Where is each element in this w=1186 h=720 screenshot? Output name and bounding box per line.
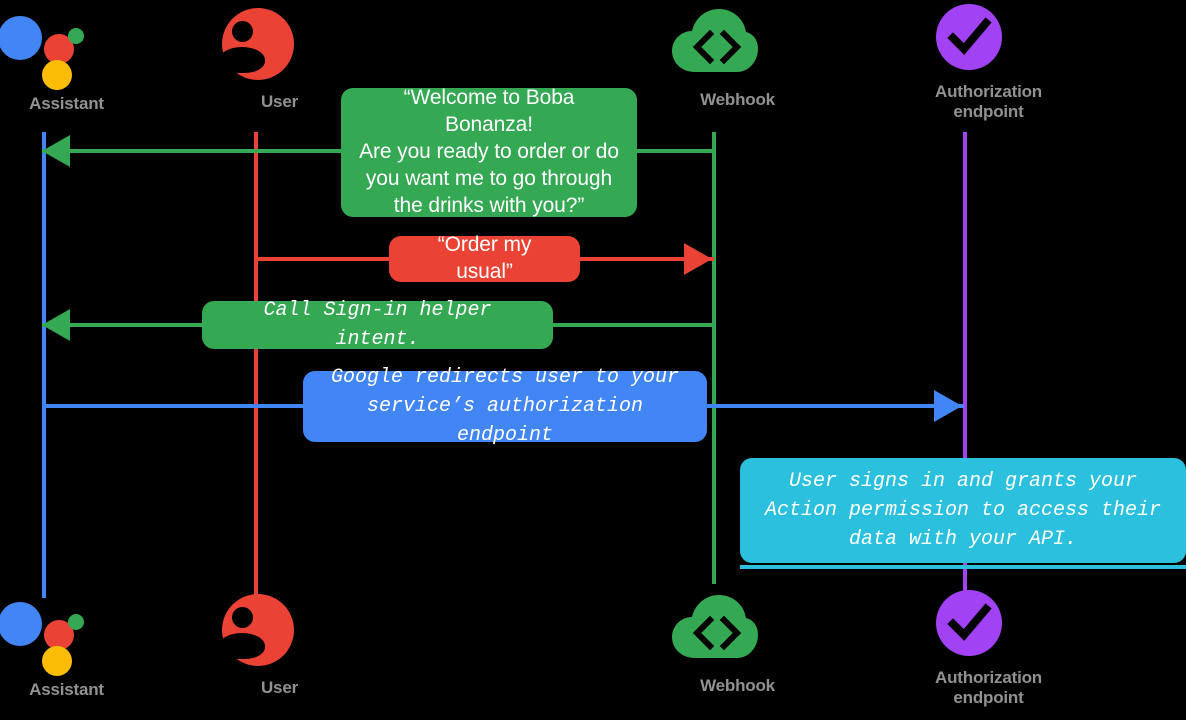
message-text-signin-helper: Call Sign-in helper intent. (263, 299, 492, 351)
assistant-dot-green (68, 614, 84, 630)
arrowhead-signin-left (42, 309, 70, 341)
message-text-user-signs-in: User signs in and grants your Action per… (764, 470, 1162, 551)
checkmark-icon-svg (947, 603, 992, 641)
user-body-shape (219, 633, 265, 659)
actor-label-user-bottom: User (260, 678, 298, 697)
message-text-google-redirect: Google redirects user to your service’s … (330, 366, 680, 447)
actor-webhook-bottom: Webhook (613, 590, 813, 696)
message-box-google-redirect[interactable]: Google redirects user to your service’s … (303, 366, 707, 447)
message-text-welcome: “Welcome to Boba Bonanza! Are you ready … (359, 86, 619, 217)
user-avatar-icon (205, 4, 305, 82)
actor-label-webhook-top: Webhook (700, 90, 775, 109)
cloud-code-icon-bottom (663, 590, 763, 668)
user-body-shape (219, 47, 265, 73)
lifeline-webhook (712, 132, 716, 584)
arrowhead-order-right (684, 243, 712, 275)
message-box-welcome[interactable]: “Welcome to Boba Bonanza! Are you ready … (341, 86, 637, 217)
actor-label-assistant-bottom: Assistant (29, 680, 104, 699)
checkmark-icon-svg (947, 17, 992, 55)
google-assistant-dots-icon (0, 6, 94, 90)
cloud-code-icon-svg (672, 595, 758, 658)
arrowhead-redirect-right (934, 390, 962, 422)
actor-authorization-top: Authorization endpoint (864, 4, 1064, 121)
cloud-code-icon-svg (672, 9, 758, 72)
assistant-dot-red (44, 620, 74, 650)
connector-user-signs-in (740, 565, 1186, 569)
actor-authorization-bottom: Authorization endpoint (864, 590, 1064, 707)
user-circle (222, 594, 294, 666)
actor-user-bottom: User (155, 590, 355, 698)
assistant-dot-blue (0, 602, 42, 646)
assistant-dot-blue (0, 16, 42, 60)
actor-assistant-bottom: Assistant (0, 592, 144, 700)
actor-webhook-top: Webhook (613, 4, 813, 110)
lifeline-user (254, 132, 258, 598)
lifeline-assistant-lower (42, 406, 46, 598)
actor-assistant-top: Assistant (0, 6, 144, 114)
cloud-code-icon (663, 4, 763, 82)
actor-label-user-top: User (260, 92, 298, 111)
user-head-shape (232, 607, 253, 628)
actor-label-assistant-top: Assistant (29, 94, 104, 113)
auth-circle (936, 590, 1002, 656)
lifeline-authorization (963, 132, 967, 597)
message-box-signin-helper[interactable]: Call Sign-in helper intent. (202, 299, 553, 351)
assistant-dot-green (68, 28, 84, 44)
user-avatar-icon-bottom (205, 590, 305, 668)
purple-checkmark-icon-bottom (914, 590, 1014, 660)
message-box-order-my-usual[interactable]: “Order my usual” (389, 233, 580, 283)
assistant-dot-yellow (42, 60, 72, 90)
purple-checkmark-icon (914, 4, 1014, 74)
actor-user-top: User (155, 4, 355, 112)
user-circle (222, 8, 294, 80)
google-assistant-dots-icon-bottom (0, 592, 94, 676)
message-text-order-my-usual: “Order my usual” (437, 233, 532, 283)
arrowhead-welcome-left (42, 135, 70, 167)
actor-label-webhook-bottom: Webhook (700, 676, 775, 695)
auth-circle (936, 4, 1002, 70)
lifeline-assistant-upper (42, 132, 46, 406)
message-box-user-signs-in[interactable]: User signs in and grants your Action per… (740, 458, 1186, 563)
actor-label-authorization-bottom: Authorization endpoint (935, 668, 1042, 707)
user-head-shape (232, 21, 253, 42)
assistant-dot-yellow (42, 646, 72, 676)
actor-label-authorization-top: Authorization endpoint (935, 82, 1042, 121)
assistant-dot-red (44, 34, 74, 64)
